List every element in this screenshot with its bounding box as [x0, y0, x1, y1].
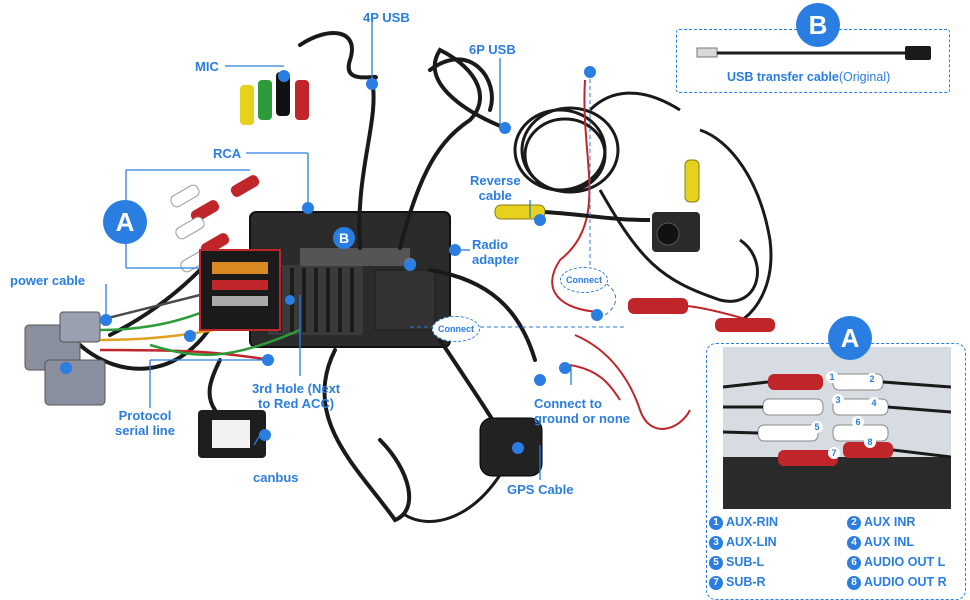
power-connectors	[24, 311, 106, 406]
badge-a-main: A	[103, 200, 147, 244]
reverse-yellow-rca	[494, 159, 700, 222]
canbus-label: canbus	[253, 470, 299, 485]
legend-text-7: SUB-R	[726, 575, 766, 589]
third-hole-line2: to Red ACC)	[258, 396, 335, 411]
legend-num-2: 2	[847, 516, 861, 530]
badge-b-top: B	[796, 3, 840, 47]
rca-label: RCA	[213, 146, 242, 161]
legend-text-3: AUX-LIN	[726, 535, 777, 549]
connect-bubble-left: Connect	[432, 316, 480, 342]
usb-transfer-label: USB transfer cable	[727, 70, 839, 84]
usb4p-label: 4P USB	[363, 10, 410, 25]
badge-a-inset: A	[828, 316, 872, 360]
usb-transfer-caption: USB transfer cable(Original)	[727, 70, 890, 85]
pin-6: 6	[852, 416, 864, 428]
closeup-photo	[199, 249, 281, 331]
usb-transfer-cable-graphic	[696, 46, 931, 60]
radio-adapter-line2: adapter	[472, 252, 519, 267]
reverse-cable-label: Reverse cable	[470, 173, 521, 203]
protocol-line2: serial line	[115, 423, 175, 438]
radio-adapter-label: Radio adapter	[472, 237, 519, 267]
gps-antenna	[404, 417, 543, 523]
gps-cable-label: GPS Cable	[507, 482, 574, 497]
legend-text-5: SUB-L	[726, 555, 765, 569]
ground-label: Connect to ground or none	[534, 396, 630, 426]
mic-plugs	[240, 72, 309, 125]
pin-3: 3	[832, 394, 844, 406]
ground-line2: ground or none	[534, 411, 631, 426]
power-cable-label: power cable	[10, 273, 86, 288]
marker-dots	[60, 66, 603, 454]
legend-num-5: 5	[709, 556, 723, 570]
legend-num-6: 6	[847, 556, 861, 570]
reverse-cable-line2: cable	[478, 188, 512, 203]
protocol-line1: Protocol	[118, 408, 172, 423]
legend-num-3: 3	[709, 536, 723, 550]
reverse-cable-line1: Reverse	[470, 173, 521, 188]
connect-lines	[410, 72, 625, 328]
legend-text-2: AUX INR	[864, 515, 916, 529]
connect-bubble-top: Connect	[560, 267, 608, 293]
badge-b-main: B	[333, 227, 355, 249]
pin-2: 2	[866, 373, 878, 385]
pin-8: 8	[864, 436, 876, 448]
legend-text-8: AUDIO OUT R	[864, 575, 947, 589]
pin-1: 1	[826, 371, 838, 383]
pin-5: 5	[811, 421, 823, 433]
radio-adapter-line1: Radio	[472, 237, 509, 252]
legend-num-1: 1	[709, 516, 723, 530]
ground-line1: Connect to	[534, 396, 602, 411]
mic-label: MIC	[195, 59, 219, 74]
pin-4: 4	[868, 397, 880, 409]
rca-closeup-photo	[723, 347, 951, 509]
reverse-camera	[652, 212, 700, 252]
legend-text-6: AUDIO OUT L	[864, 555, 946, 569]
legend-num-4: 4	[847, 536, 861, 550]
reverse-camera-cable-coil	[513, 91, 773, 332]
legend-text-1: AUX-RIN	[726, 515, 779, 529]
protocol-label: Protocol serial line	[115, 408, 175, 438]
black-cables	[78, 31, 537, 523]
canbus-box	[198, 410, 266, 458]
legend-text-4: AUX INL	[864, 535, 914, 549]
red-connector	[628, 298, 775, 332]
legend-num-8: 8	[847, 576, 861, 590]
usb6p-label: 6P USB	[469, 42, 516, 57]
third-hole-line1: 3rd Hole (Next	[252, 381, 341, 396]
third-hole-label: 3rd Hole (Next to Red ACC)	[252, 381, 340, 411]
pin-7: 7	[828, 447, 840, 459]
legend-num-7: 7	[709, 576, 723, 590]
leader-lines	[105, 22, 572, 480]
usb-transfer-note: (Original)	[838, 70, 891, 84]
